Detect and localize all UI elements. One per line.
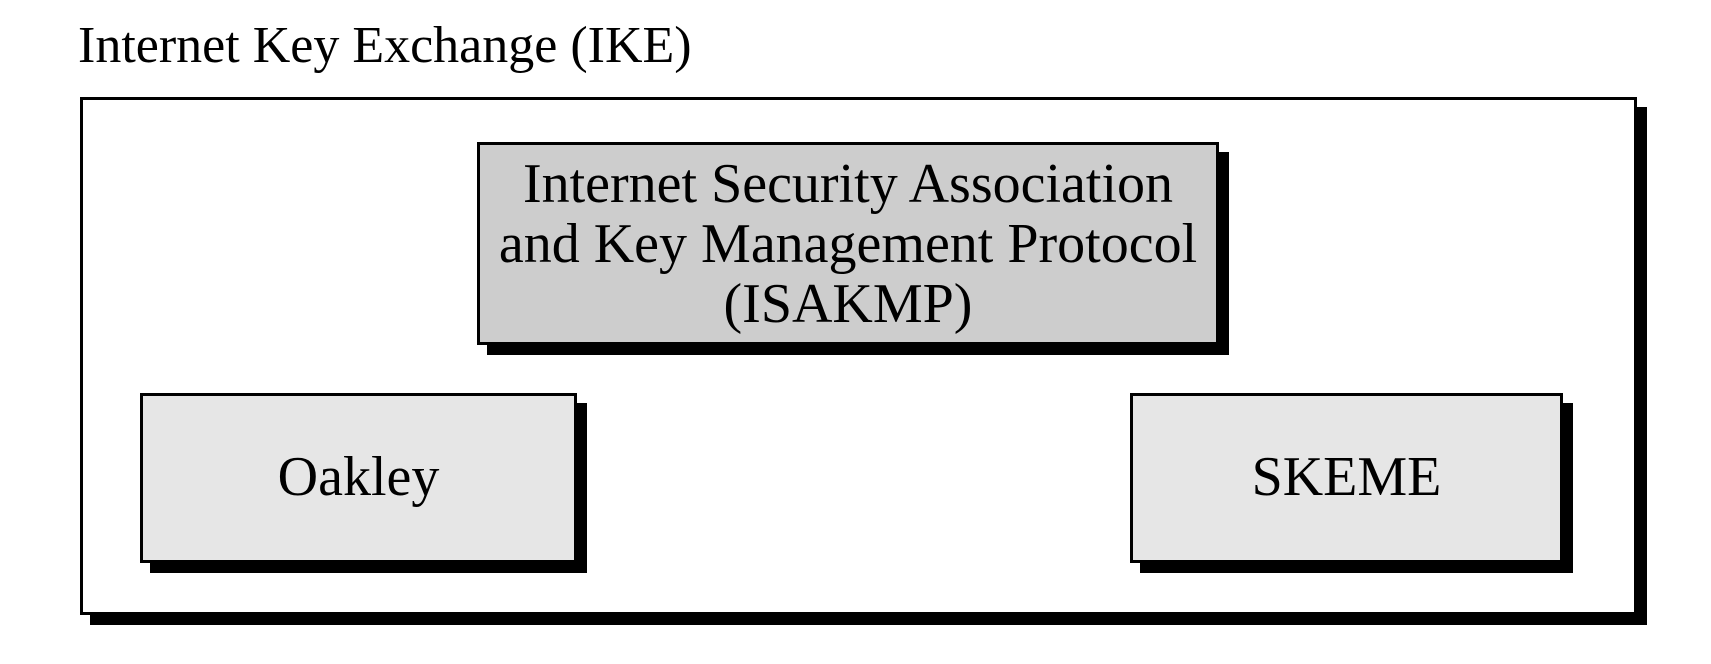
skeme-box: SKEME bbox=[1130, 393, 1563, 563]
isakmp-label-line-1: Internet Security Association bbox=[522, 152, 1174, 215]
isakmp-label-line-3: (ISAKMP) bbox=[723, 272, 973, 335]
isakmp-box: Internet Security Association and Key Ma… bbox=[477, 142, 1219, 345]
oakley-label: Oakley bbox=[277, 446, 440, 509]
isakmp-label-line-2: and Key Management Protocol bbox=[498, 212, 1198, 275]
diagram-title: Internet Key Exchange (IKE) bbox=[78, 17, 692, 74]
skeme-label: SKEME bbox=[1251, 446, 1442, 509]
oakley-box: Oakley bbox=[140, 393, 577, 563]
